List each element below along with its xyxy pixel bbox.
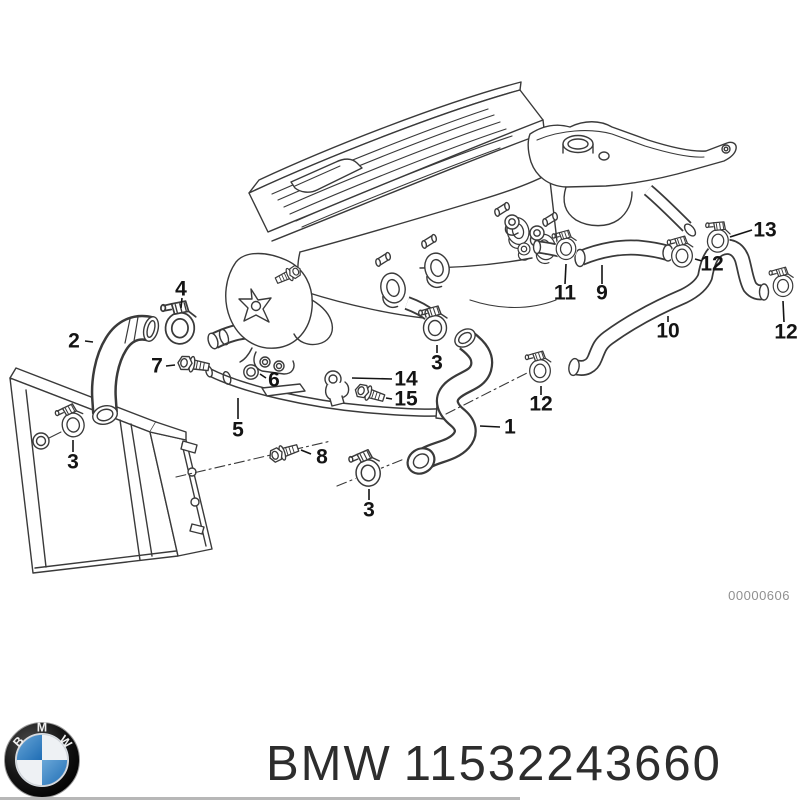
part-brand: BMW — [266, 737, 392, 791]
callout-leader — [300, 449, 312, 455]
hose-2-drawing — [90, 314, 160, 426]
bmw-logo: B M W — [4, 721, 80, 798]
water-pipe-5-drawing — [205, 365, 451, 420]
callout-leader — [564, 263, 567, 285]
callout-label-7: 7 — [151, 355, 163, 378]
callout-label-12: 12 — [529, 393, 552, 416]
callout-label-3: 3 — [67, 451, 79, 474]
logo-letter-m: M — [37, 721, 47, 735]
callout-label-3: 3 — [431, 352, 443, 375]
callout-label-4: 4 — [175, 278, 187, 301]
callout-leader — [729, 229, 753, 238]
callout-label-1: 1 — [504, 416, 516, 439]
callout-leader — [694, 258, 703, 262]
callout-leader — [385, 397, 393, 400]
callout-label-8: 8 — [316, 446, 328, 469]
expansion-tank-drawing — [527, 121, 737, 237]
hose-1-drawing — [406, 328, 494, 475]
callout-label-12: 12 — [774, 321, 797, 344]
callout-label-3: 3 — [363, 499, 375, 522]
callout-label-6: 6 — [268, 369, 280, 392]
callout-leader — [259, 373, 267, 379]
hose-9-drawing — [574, 239, 674, 268]
callout-leader — [479, 425, 501, 428]
o-ring-drawing — [243, 364, 259, 380]
holder-14-drawing — [324, 370, 350, 407]
hose-10-drawing — [568, 238, 770, 377]
callout-label-9: 9 — [596, 282, 608, 305]
callout-label-14: 14 — [394, 368, 418, 391]
watermark: 00000606 — [728, 588, 790, 603]
callout-leader — [84, 340, 94, 343]
callout-label-15: 15 — [394, 388, 418, 411]
callout-leader — [351, 377, 393, 380]
callout-label-5: 5 — [232, 419, 244, 442]
callout-label-12: 12 — [700, 253, 723, 276]
callout-label-10: 10 — [656, 320, 679, 343]
callout-leader — [180, 297, 183, 309]
part-number: 11532243660 — [403, 737, 722, 791]
callout-label-2: 2 — [68, 330, 80, 353]
page-bottom-edge — [0, 797, 520, 800]
callout-leader — [782, 300, 785, 323]
callout-label-13: 13 — [753, 219, 776, 242]
callout-label-11: 11 — [554, 282, 577, 305]
engine-drawing — [225, 81, 566, 375]
callout-leader — [165, 364, 176, 367]
